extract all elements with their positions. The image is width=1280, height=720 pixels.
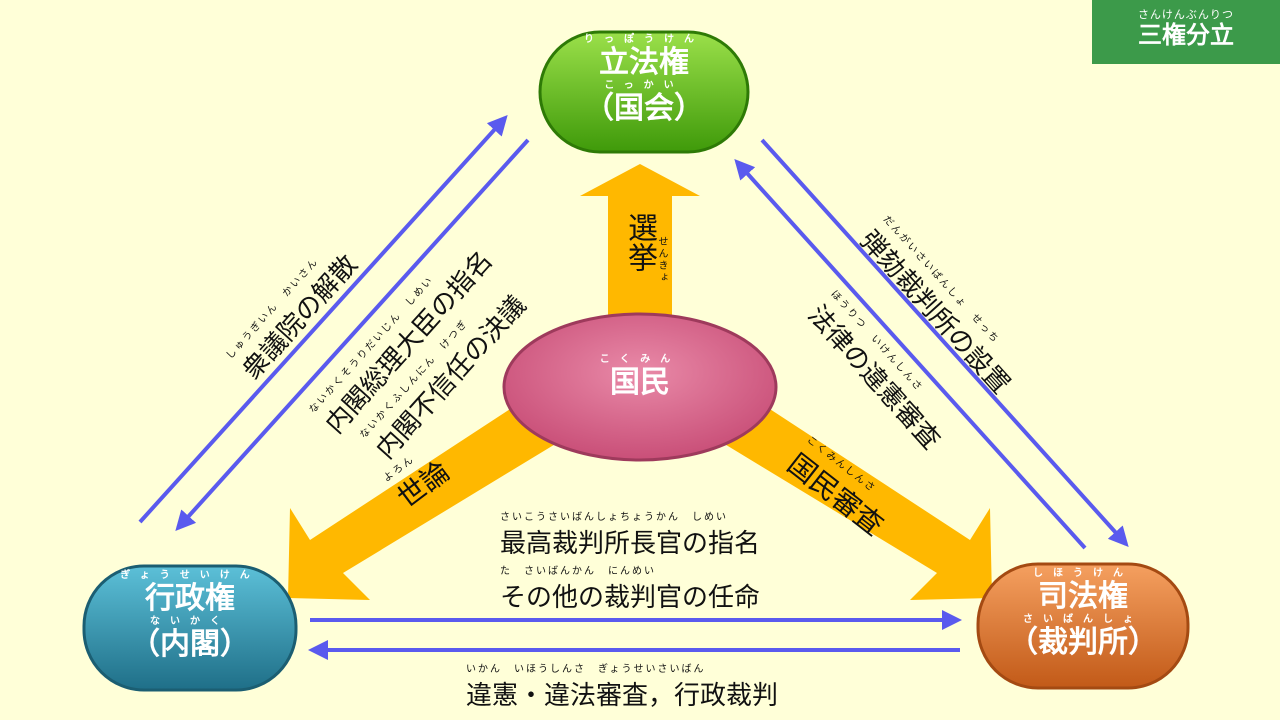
other-judges-ruby: た さいばんかん にんめい: [500, 566, 656, 577]
arrow-executive-to-legislative: [138, 115, 508, 524]
people-node: こくみん 国民: [504, 354, 776, 400]
legislative-node: りっぽうけん 立法権 こっかい （国会）: [540, 34, 748, 126]
election-arrow: [580, 164, 700, 330]
title-badge-ruby: さんけんぶんりつ: [1137, 8, 1235, 21]
review-ruby: いかん いほうしんさ ぎょうせいさいばん: [466, 664, 706, 675]
executive-title: 行政権: [145, 581, 235, 616]
executive-node-shape: [82, 564, 298, 692]
judicial-sub: （裁判所）: [1008, 625, 1158, 660]
executive-node: ぎょうせいけん 行政権 ないかく （内閣）: [84, 570, 296, 662]
arrow-legislative-to-judicial: [760, 138, 1129, 547]
arrow-legislative-to-executive: [175, 138, 530, 531]
legislative-ruby: りっぽうけん: [584, 34, 704, 45]
chief-justice-ruby: さいこうさいばんしょちょうかん しめい: [500, 512, 728, 523]
legislative-sub: （国会）: [584, 91, 704, 126]
executive-ruby: ぎょうせいけん: [120, 570, 260, 581]
chief-justice-group: さいこうさいばんしょちょうかん しめい 最高裁判所長官の指名: [500, 508, 760, 560]
national-review-arrow: [718, 396, 992, 600]
legislative-title: 立法権: [599, 45, 689, 80]
arrow-judicial-to-legislative: [734, 159, 1087, 550]
other-judges-group: た さいばんかん にんめい その他の裁判官の任命: [500, 562, 760, 614]
review-label: 違憲・違法審査，行政裁判: [466, 681, 779, 711]
public-opinion-arrow: [288, 396, 562, 600]
election-ruby: せんきょ: [656, 236, 667, 284]
people-node-shape: [502, 312, 778, 462]
judicial-sub-ruby: さいばんしょ: [1023, 614, 1143, 625]
people-ruby: こくみん: [599, 354, 681, 365]
judicial-title: 司法権: [1038, 579, 1128, 614]
executive-sub-ruby: ないかく: [150, 616, 230, 627]
people-title: 国民: [610, 365, 670, 400]
review-group: いかん いほうしんさ ぎょうせいさいばん 違憲・違法審査，行政裁判: [466, 660, 778, 712]
chief-justice-label: 最高裁判所長官の指名: [500, 529, 761, 559]
judicial-node: しほうけん 司法権 さいばんしょ （裁判所）: [978, 568, 1188, 660]
title-badge: さんけんぶんりつ 三権分立: [1092, 0, 1280, 64]
judicial-node-shape: [976, 562, 1190, 690]
judicial-ruby: しほうけん: [1033, 568, 1133, 579]
election-label: 選挙: [622, 212, 657, 272]
other-judges-label: その他の裁判官の任命: [500, 583, 761, 613]
executive-sub: （内閣）: [130, 627, 250, 662]
legislative-node-shape: [538, 30, 750, 154]
legislative-sub-ruby: こっかい: [604, 80, 684, 91]
title-badge-text: 三権分立: [1138, 21, 1234, 49]
